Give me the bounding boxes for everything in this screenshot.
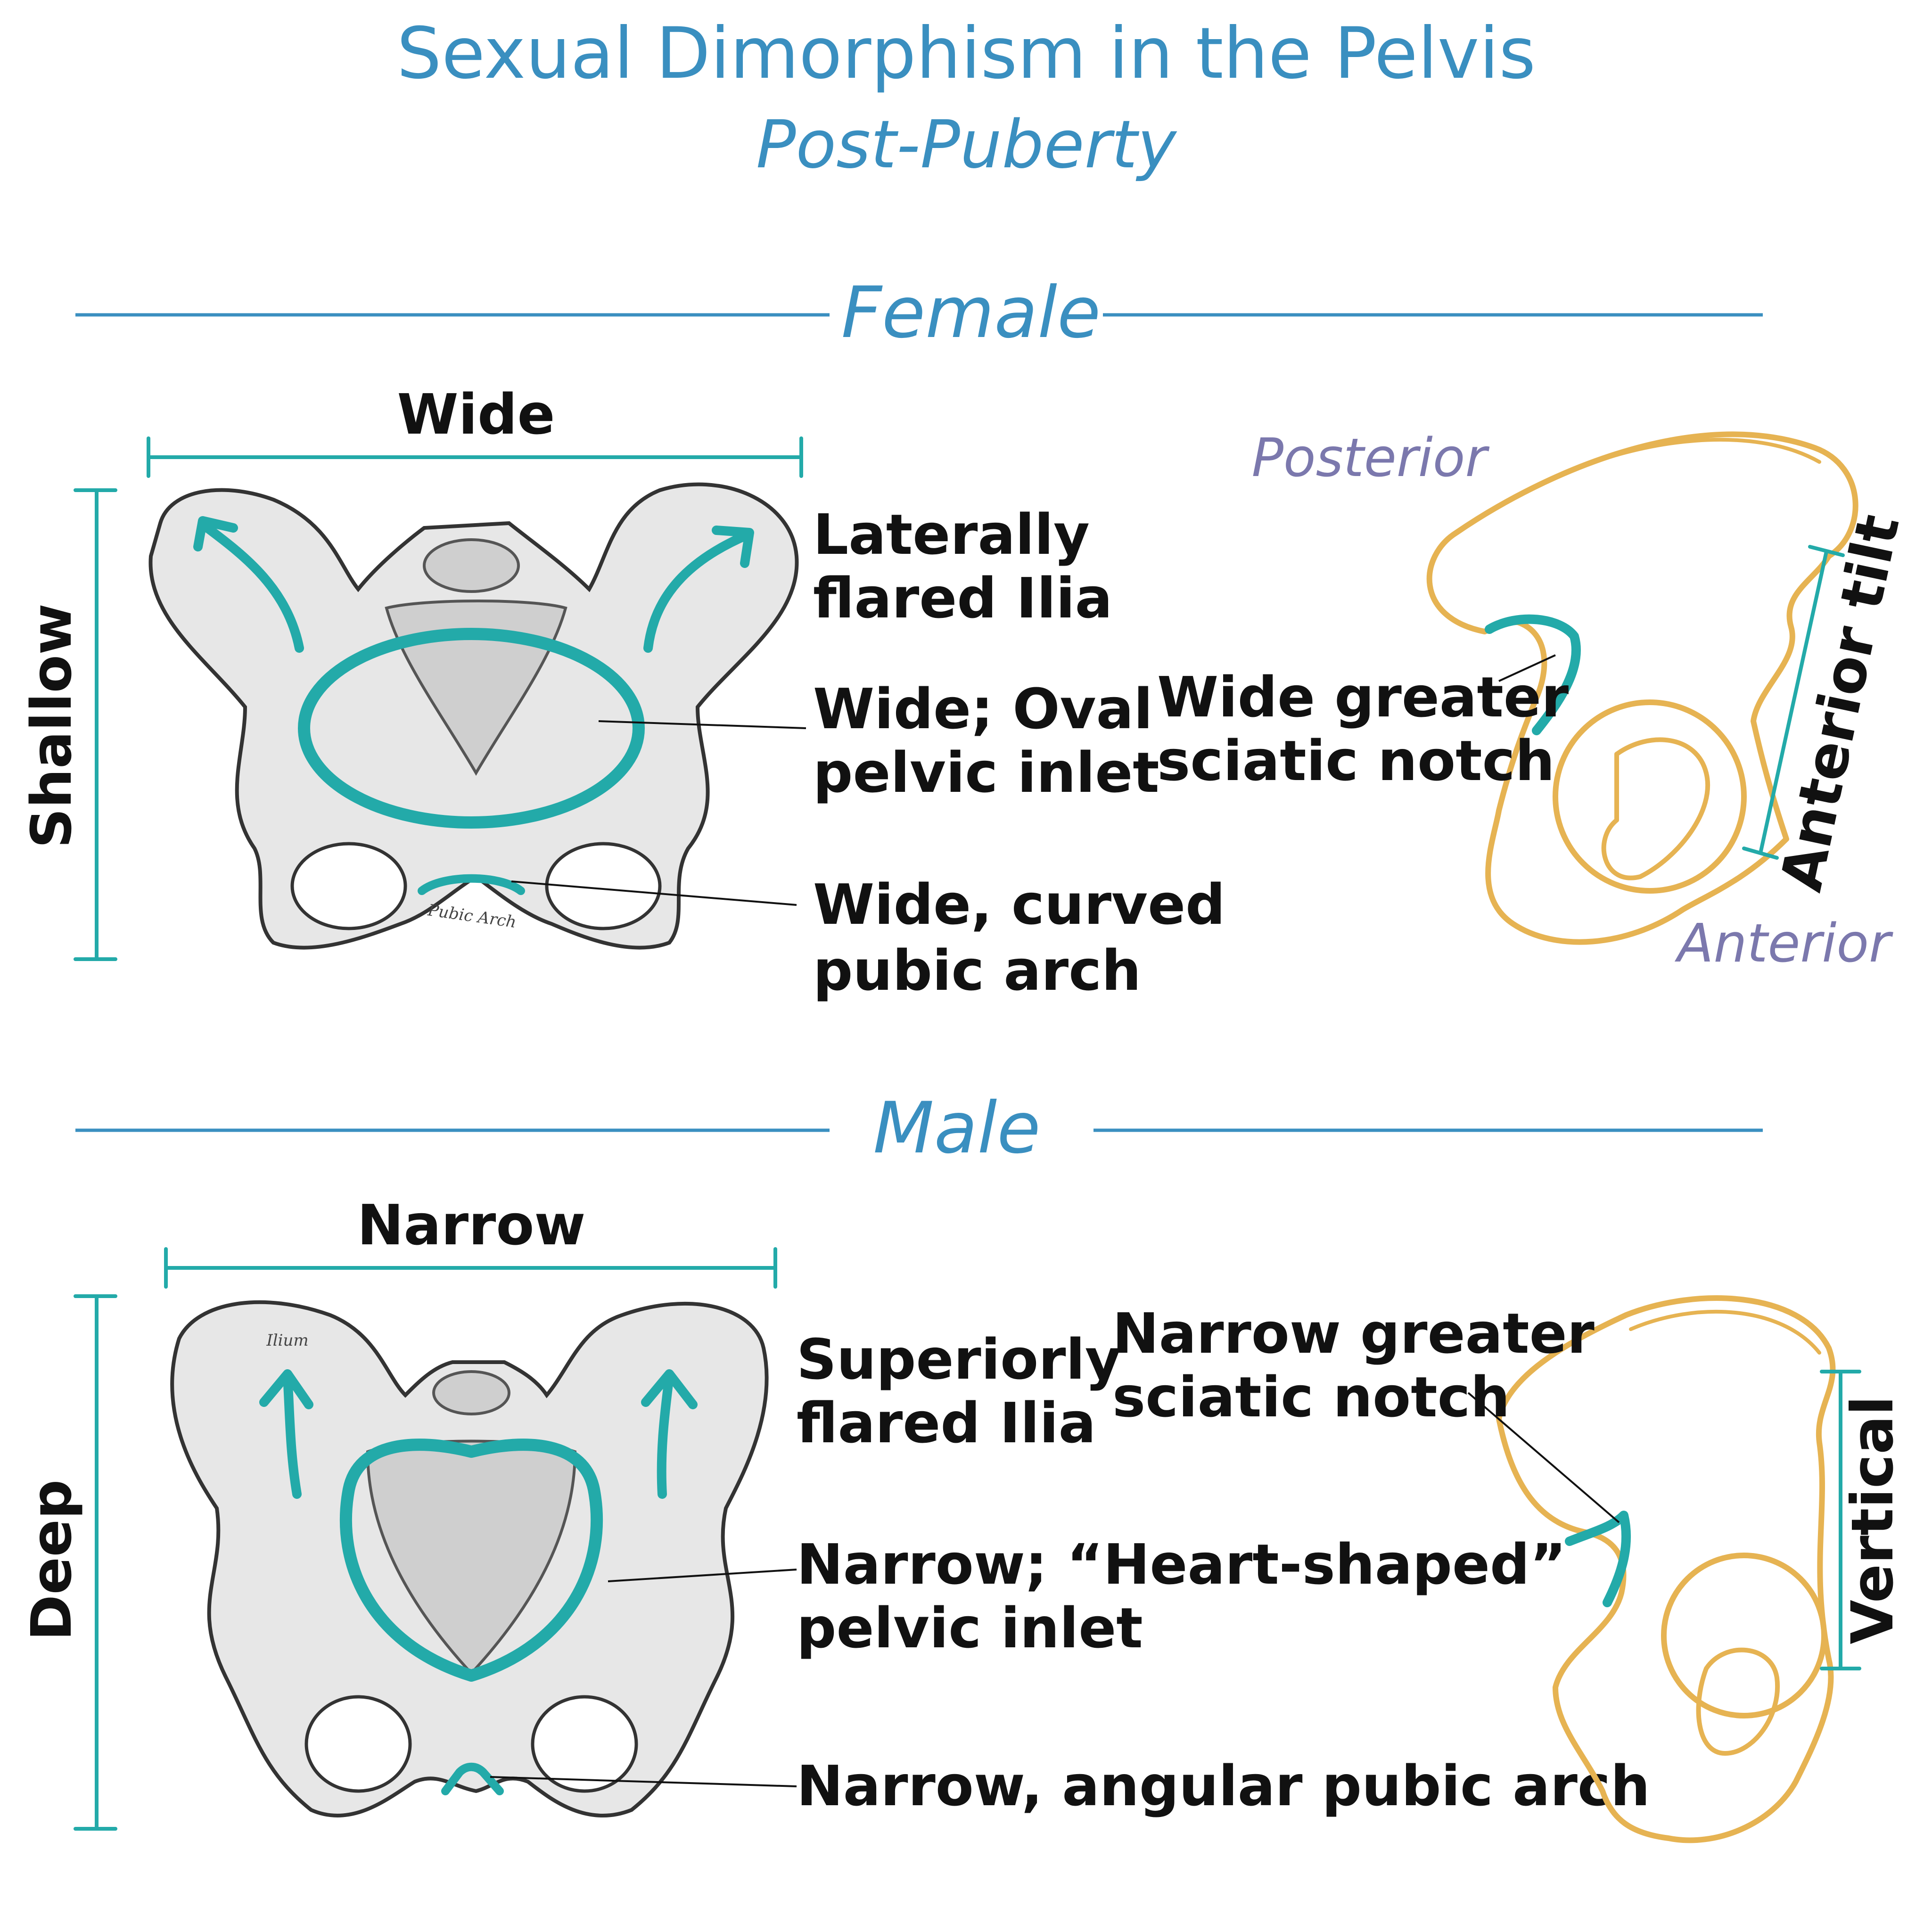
female-tilt-bracket: Anterior tilt bbox=[1742, 509, 1913, 897]
female-posterior-label: Posterior bbox=[1252, 428, 1490, 489]
female-pubic-arch-outline bbox=[418, 874, 525, 895]
male-heading: Male bbox=[873, 1087, 1040, 1169]
male-pelvis-lateral: Vertical Narrow greater sciatic notch bbox=[1112, 1295, 1906, 1843]
male-width-bracket: Narrow bbox=[164, 1192, 777, 1289]
female-pelvis-front: Wide Shallow Pubic Arch bbox=[19, 382, 1245, 1003]
male-pelvic-inlet-outline bbox=[339, 1439, 603, 1682]
female-ilia-label: Laterally flared Ilia bbox=[813, 502, 1112, 631]
male-ilium-engraving-label: Ilium bbox=[266, 1331, 308, 1350]
male-inlet-label: Narrow; “Heart-shaped” pelvic inlet bbox=[797, 1532, 1586, 1661]
female-tilt-label: Anterior tilt bbox=[1768, 509, 1913, 897]
male-section-divider: Male bbox=[75, 1087, 1763, 1169]
male-width-label: Narrow bbox=[357, 1192, 586, 1258]
male-ilia-arrows bbox=[259, 1369, 698, 1499]
male-ilia-label: Superiorly flared Ilia bbox=[797, 1327, 1141, 1455]
male-depth-label: Deep bbox=[19, 1480, 84, 1641]
female-depth-label: Shallow bbox=[19, 603, 84, 848]
male-hip-bone-outline bbox=[1496, 1295, 1836, 1843]
female-notch-label: Wide greater sciatic notch bbox=[1157, 665, 1588, 793]
page-title: Sexual Dimorphism in the Pelvis bbox=[397, 13, 1536, 95]
male-notch-label: Narrow greater sciatic notch bbox=[1112, 1301, 1614, 1430]
female-hip-bone-outline bbox=[1426, 431, 1858, 945]
page-subtitle: Post-Puberty bbox=[756, 107, 1177, 183]
female-width-bracket: Wide bbox=[147, 382, 803, 478]
female-width-label: Wide bbox=[397, 382, 555, 447]
female-pubic-arch-engraving-label: Pubic Arch bbox=[426, 901, 518, 932]
male-arch-label: Narrow, angular pubic arch bbox=[797, 1753, 1650, 1818]
female-arch-label: Wide, curved pubic arch bbox=[813, 872, 1245, 1003]
male-sciatic-notch-outline bbox=[1565, 1511, 1631, 1607]
female-sciatic-notch-outline bbox=[1485, 614, 1581, 735]
female-anterior-label: Anterior bbox=[1675, 913, 1893, 974]
female-ilia-arrows bbox=[193, 516, 754, 653]
male-pelvis-engraving: Ilium bbox=[170, 1300, 769, 1817]
male-pelvis-front: Narrow Deep Ilium Superiorly bbox=[19, 1192, 1650, 1831]
female-depth-bracket: Shallow bbox=[19, 488, 117, 961]
female-pelvis-lateral: Anterior tilt Posterior Anterior Wide gr… bbox=[1157, 428, 1913, 974]
male-tilt-label: Vertical bbox=[1839, 1396, 1906, 1644]
female-section-divider: Female bbox=[75, 272, 1763, 354]
female-heading: Female bbox=[841, 272, 1101, 354]
male-depth-bracket: Deep bbox=[19, 1294, 117, 1831]
male-tilt-bracket: Vertical bbox=[1820, 1370, 1906, 1670]
female-inlet-label: Wide; Oval pelvic inlet bbox=[813, 676, 1172, 805]
male-pubic-arch-outline bbox=[441, 1762, 504, 1795]
female-pelvic-inlet-outline bbox=[298, 628, 645, 829]
